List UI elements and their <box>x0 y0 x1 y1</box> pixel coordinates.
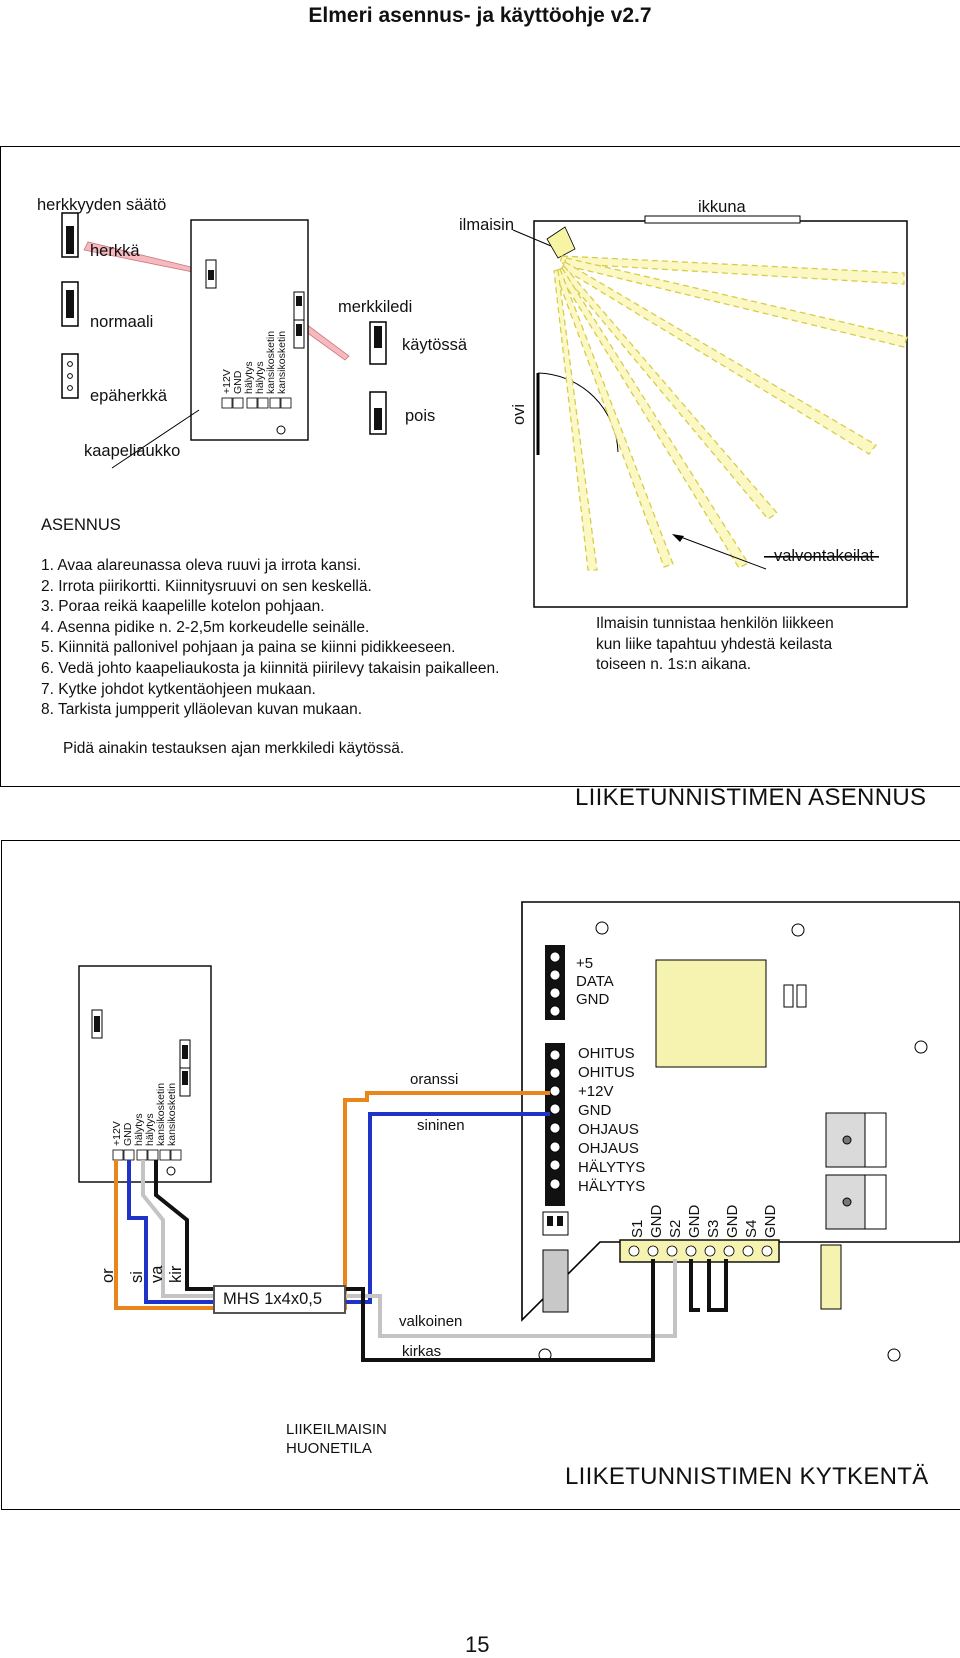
installation-drawing <box>61 212 908 608</box>
detector-label: ilmaisin <box>459 216 515 234</box>
led-on-label: käytössä <box>402 336 468 354</box>
step-item: 7. Kytke johdot kytkentäohjeen mukaan. <box>41 680 316 698</box>
sensitivity-label: herkkyyden säätö <box>37 196 167 214</box>
step-item: 1. Avaa alareunassa oleva ruuvi ja irrot… <box>41 557 362 574</box>
wiring-sensor-terminal-labels: +12V GND hälytys hälytys kansikosketin k… <box>111 1082 178 1146</box>
step-item: 4. Asenna pidike n. 2-2,5m korkeudelle s… <box>41 618 370 636</box>
step-item: 8. Tarkista jumpperit ylläolevan kuvan m… <box>41 701 363 719</box>
wire-si-label: si <box>128 1271 146 1283</box>
room-label: LIIKEILMAISIN HUONETILA <box>286 1421 387 1457</box>
wire-or-label: or <box>99 1268 117 1283</box>
orange-wire-label: oranssi <box>410 1071 459 1088</box>
cable-type-label: MHS 1x4x0,5 <box>223 1290 323 1308</box>
section2-heading: LIIKETUNNISTIMEN KYTKENTÄ <box>565 1463 929 1490</box>
bottom-connector-labels: S1 GND S2 GND S3 GND S4 GND <box>629 1204 779 1238</box>
black-wire-label: kirkas <box>402 1343 442 1360</box>
beams-label: valvontakeilat <box>774 547 874 565</box>
normal-label: normaali <box>90 313 154 331</box>
installation-panel <box>0 146 960 787</box>
white-wire-label: valkoinen <box>399 1313 463 1330</box>
wire-va-label: va <box>148 1265 166 1283</box>
step-item: 5. Kiinnitä pallonivel pohjaan ja paina … <box>41 639 456 657</box>
step-item: 2. Irrota piirikortti. Kiinnitysruuvi on… <box>41 577 372 595</box>
led-note: Pidä ainakin testauksen ajan merkkiledi … <box>63 740 405 757</box>
step-item: 6. Vedä johto kaapeliaukosta ja kiinnitä… <box>41 659 500 677</box>
step-item: 3. Poraa reikä kaapelille kotelon pohjaa… <box>41 598 325 616</box>
assembly-steps: 1. Avaa alareunassa oleva ruuvi ja irrot… <box>41 556 499 721</box>
top-connector-labels: +5 DATA GND <box>576 955 614 1008</box>
page-number: 15 <box>465 1632 490 1657</box>
section1-heading: LIIKETUNNISTIMEN ASENNUS <box>575 784 927 811</box>
main-connector-labels: OHITUS OHITUS +12V GND OHJAUS OHJAUS HÄL… <box>578 1045 646 1195</box>
sensitive-label: herkkä <box>90 242 140 260</box>
wiring-diagram <box>78 901 960 1362</box>
blue-wire-label: sininen <box>417 1117 465 1134</box>
wiring-panel <box>1 840 960 1510</box>
assembly-heading: ASENNUS <box>41 516 121 534</box>
detection-note: Ilmaisin tunnistaa henkilön liikkeen kun… <box>596 615 834 674</box>
insensitive-label: epäherkkä <box>90 387 168 405</box>
indicator-led-label: merkkiledi <box>338 298 413 316</box>
wire-kir-label: kir <box>167 1265 185 1283</box>
window-label: ikkuna <box>698 198 746 216</box>
led-off-label: pois <box>405 407 436 425</box>
cable-hole-label: kaapeliaukko <box>84 442 181 460</box>
document-title: Elmeri asennus- ja käyttöohje v2.7 <box>308 4 652 27</box>
